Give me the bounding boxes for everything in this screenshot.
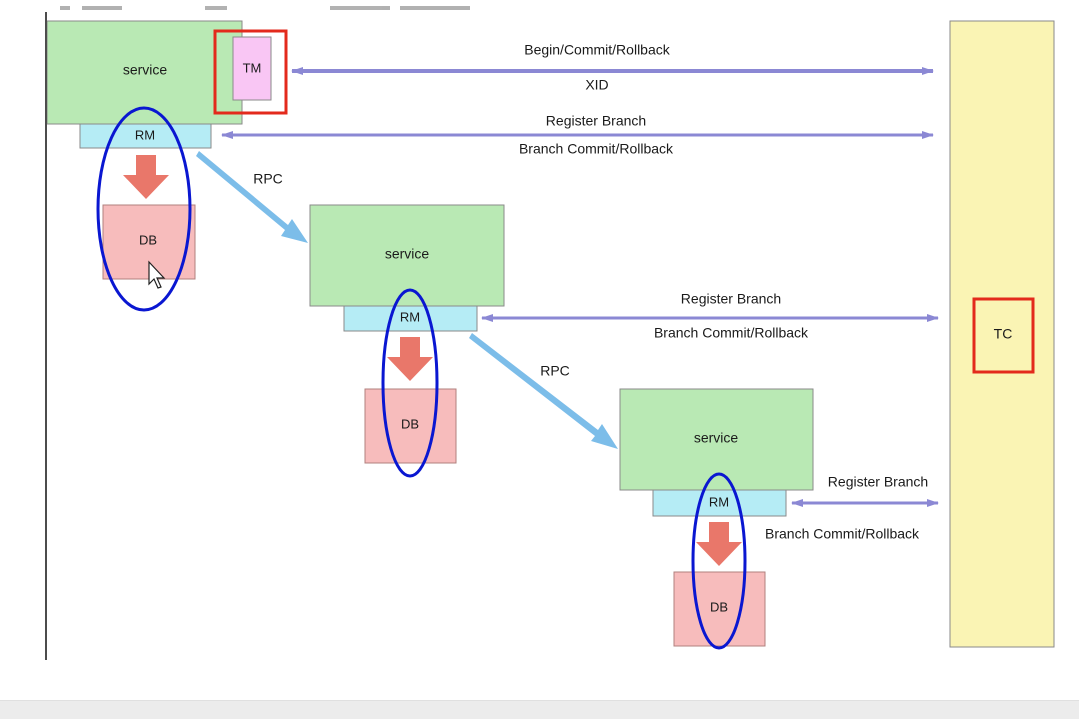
rpc-label-2: RPC (540, 363, 570, 379)
blue-ellipse-2 (381, 288, 439, 478)
rm2-top-label: Register Branch (681, 291, 781, 307)
tm-top-label: Begin/Commit/Rollback (524, 42, 670, 58)
tc-column (949, 20, 1055, 648)
rm-label-2: RM (400, 309, 420, 324)
tm-highlight-frame (213, 29, 288, 115)
rm-label-1: RM (135, 127, 155, 142)
mouse-pointer-icon (148, 260, 166, 289)
service-label-1: service (123, 62, 168, 78)
rm-label-3: RM (709, 494, 729, 509)
rpc-arrow-2 (469, 333, 618, 449)
tm-bottom-label: XID (585, 77, 608, 93)
service-label-2: service (385, 246, 430, 262)
bottom-strip (0, 700, 1079, 719)
service-label-3: service (694, 430, 739, 446)
tm-label: TM (243, 60, 262, 75)
rm1-top-label: Register Branch (546, 113, 646, 129)
down-arrow-1 (123, 155, 169, 199)
rm2-bottom-label: Branch Commit/Rollback (654, 325, 809, 341)
rpc-arrow-1 (196, 151, 308, 243)
db-label-1: DB (139, 232, 157, 247)
rm-box-2 (343, 305, 478, 332)
tc-label: TC (994, 326, 1013, 342)
db-label-2: DB (401, 416, 419, 431)
tc-highlight-frame (972, 297, 1035, 374)
db-box-2 (364, 388, 457, 464)
rm-box-1 (79, 123, 212, 149)
rm1-bottom-label: Branch Commit/Rollback (519, 141, 674, 157)
rpc-label-1: RPC (253, 171, 283, 187)
rm3-top-label: Register Branch (828, 474, 928, 490)
tm-box (232, 36, 272, 101)
blue-ellipse-1 (96, 106, 192, 312)
rm3-bottom-label: Branch Commit/Rollback (765, 526, 920, 542)
db-label-3: DB (710, 599, 728, 614)
down-arrow-3 (696, 522, 742, 566)
down-arrow-2 (387, 337, 433, 381)
db-box-3 (673, 571, 766, 647)
blue-ellipse-3 (691, 472, 747, 650)
rm-box-3 (652, 489, 787, 517)
cropped-heading-remnant (60, 6, 470, 10)
